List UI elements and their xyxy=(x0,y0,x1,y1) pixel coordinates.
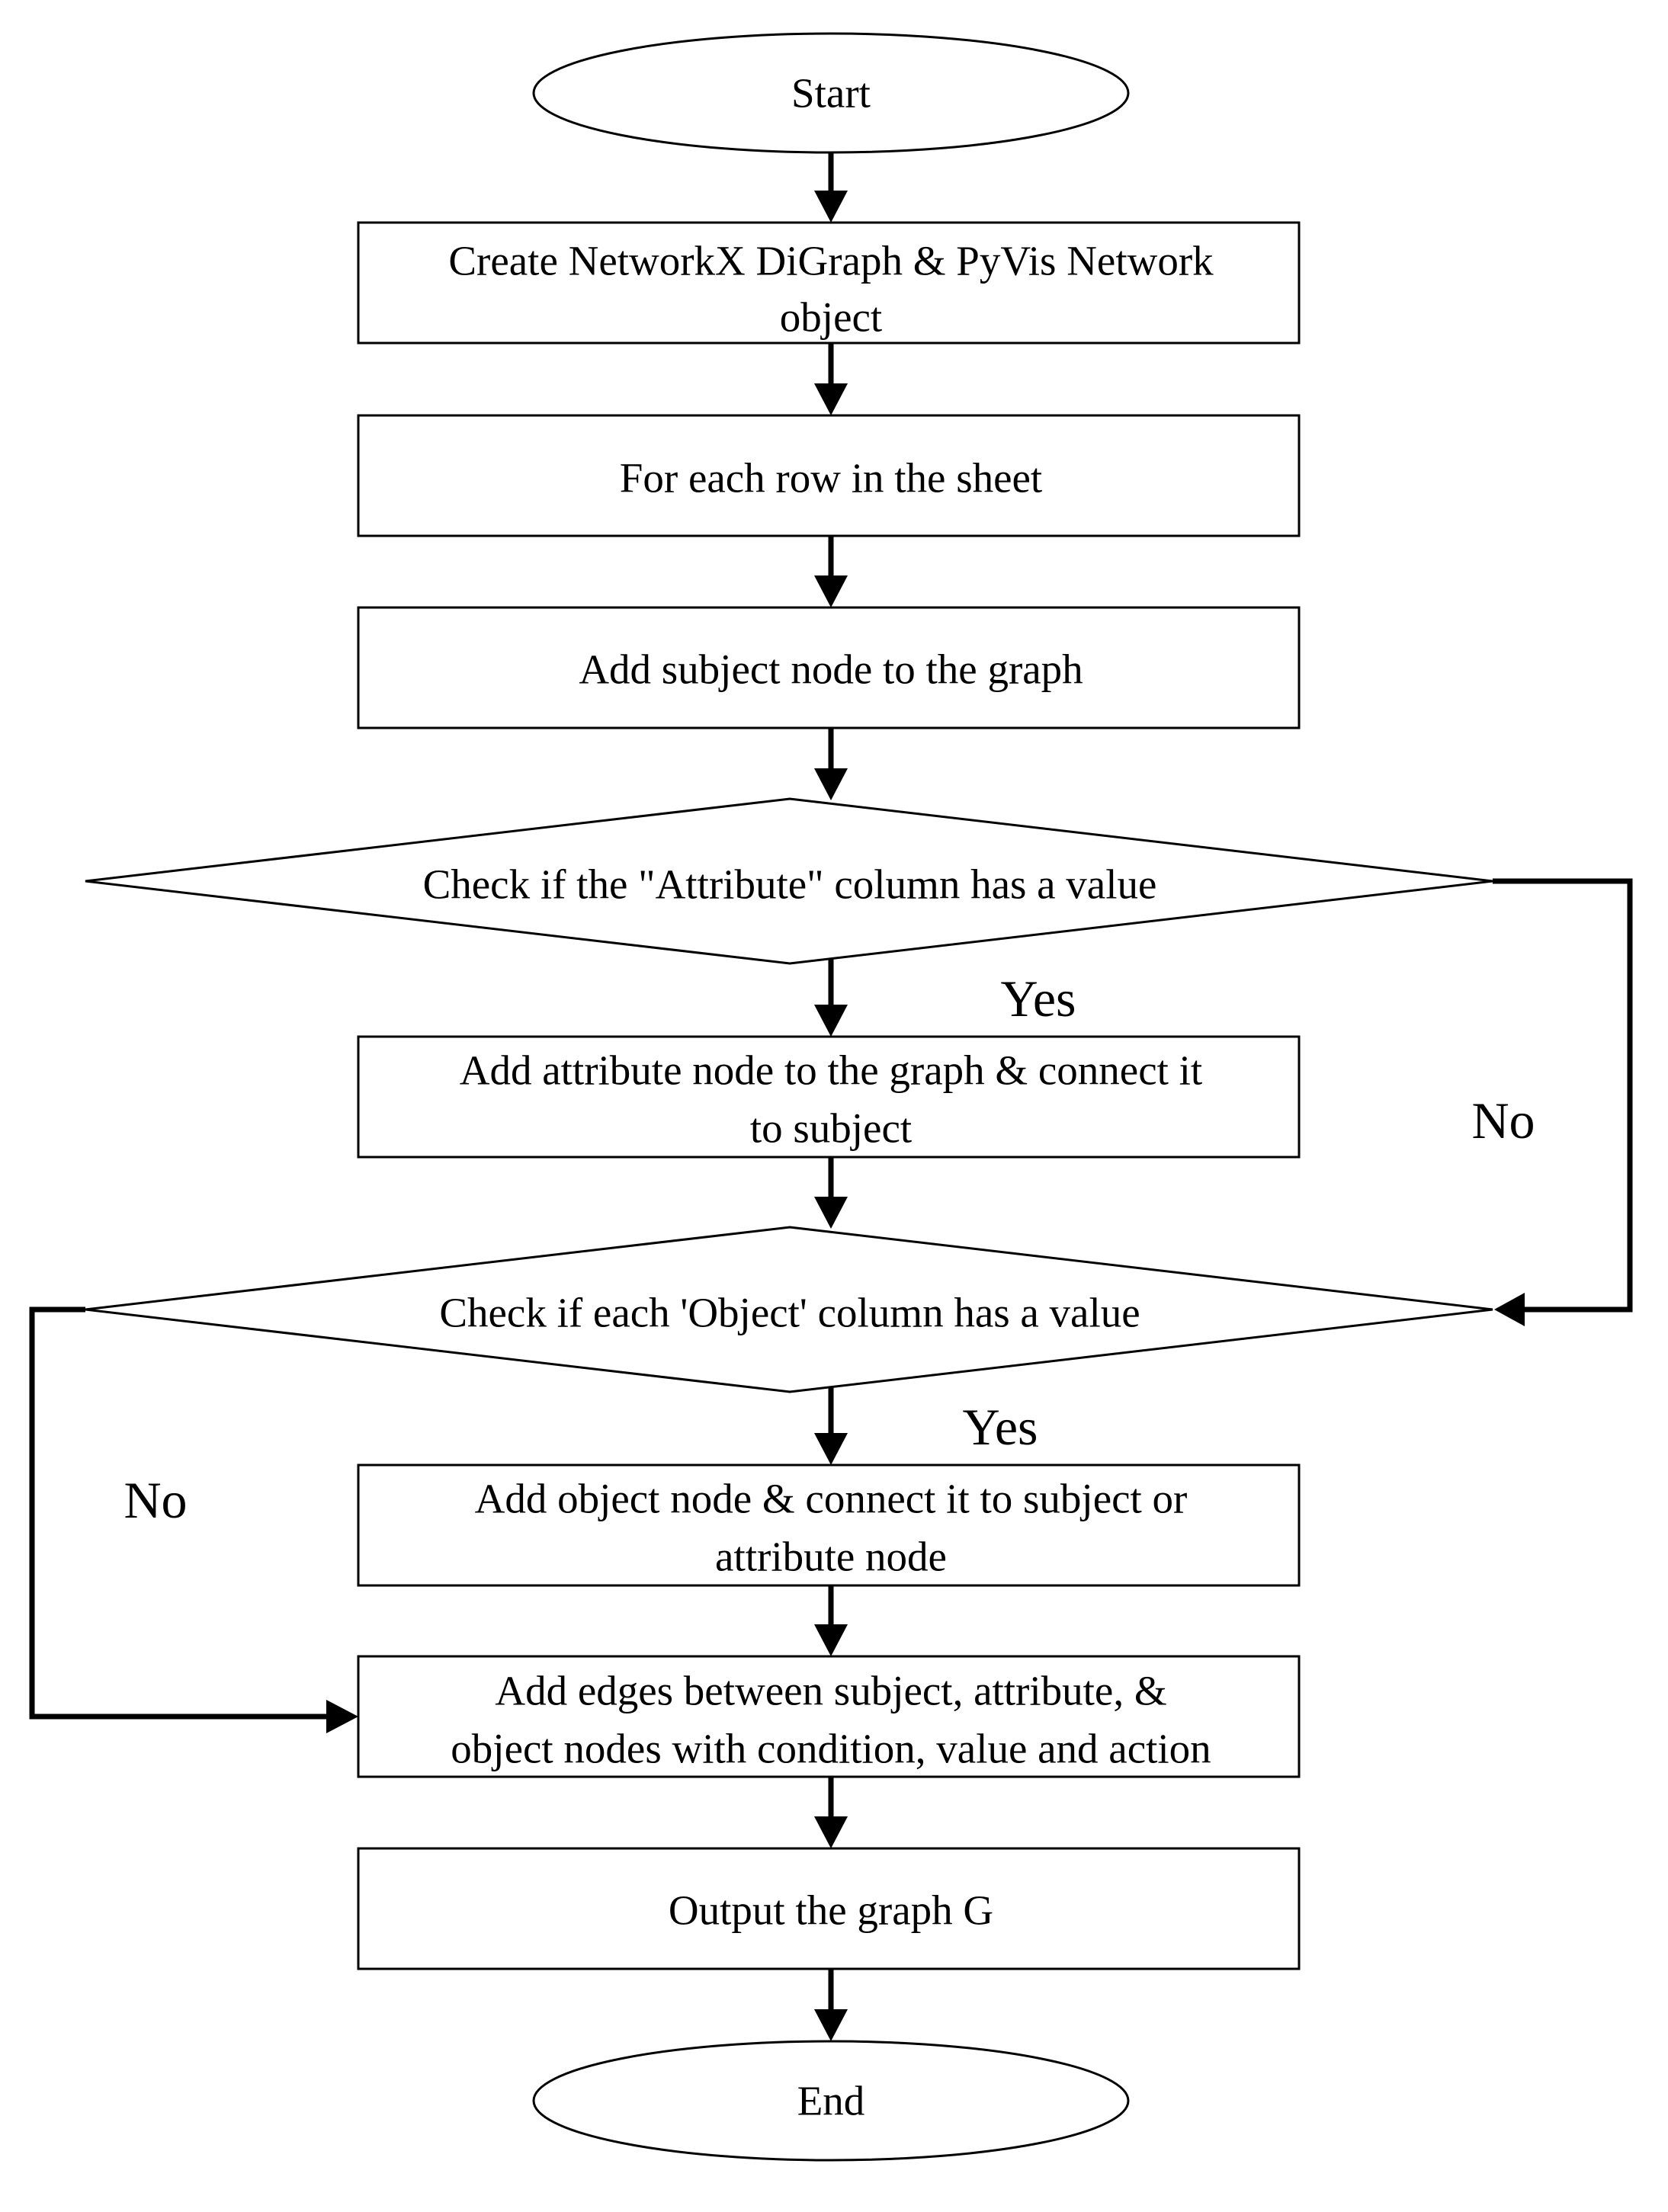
create-graph-label-line-2: object xyxy=(780,294,882,341)
arrow-check-object-yes xyxy=(814,1387,848,1465)
end-label: End xyxy=(797,2078,865,2124)
check-attribute-decision xyxy=(85,797,1493,965)
create-graph-box xyxy=(357,221,1301,345)
create-graph-label-line-1: Create NetworkX DiGraph & PyVis Network xyxy=(448,238,1214,284)
arrow-output-to-end xyxy=(814,1969,848,2041)
check-object-label: Check if each 'Object' column has a valu… xyxy=(439,1290,1140,1336)
arrow-create-to-for-each xyxy=(814,343,848,415)
arrow-edges-to-output xyxy=(814,1777,848,1848)
object-no-label: No xyxy=(123,1471,187,1529)
add-object-label-line-1: Add object node & connect it to subject … xyxy=(475,1476,1188,1522)
check-object-decision xyxy=(85,1226,1493,1393)
start-label: Start xyxy=(791,70,871,117)
arrow-check-attribute-no xyxy=(1493,878,1633,1326)
arrow-subject-to-check-attribute xyxy=(814,728,848,800)
add-object-label-line-2: attribute node xyxy=(715,1534,947,1580)
add-edges-label-line-1: Add edges between subject, attribute, & xyxy=(495,1668,1166,1714)
add-attribute-label-line-1: Add attribute node to the graph & connec… xyxy=(460,1047,1202,1094)
add-attribute-label-line-2: to subject xyxy=(750,1105,912,1152)
add-subject-label: Add subject node to the graph xyxy=(579,646,1083,693)
arrow-attribute-to-check-object xyxy=(814,1157,848,1229)
add-object-box xyxy=(357,1463,1301,1587)
add-attribute-box xyxy=(357,1035,1301,1159)
check-attribute-label: Check if the "Attribute" column has a va… xyxy=(423,861,1157,908)
output-graph-label: Output the graph G xyxy=(669,1887,993,1934)
arrow-start-to-create xyxy=(814,152,848,223)
for-each-row-label: For each row in the sheet xyxy=(620,455,1042,502)
attribute-no-label: No xyxy=(1471,1092,1535,1149)
arrow-check-attribute-yes xyxy=(814,959,848,1037)
add-subject-box xyxy=(357,606,1301,729)
for-each-row-box xyxy=(357,414,1301,537)
attribute-yes-label: Yes xyxy=(1001,970,1076,1027)
add-edges-label-line-2: object nodes with condition, value and a… xyxy=(451,1726,1211,1772)
add-edges-box xyxy=(357,1655,1301,1778)
object-yes-label: Yes xyxy=(963,1398,1038,1456)
arrow-object-to-edges xyxy=(814,1585,848,1656)
arrow-check-object-no xyxy=(29,1306,358,1733)
arrow-for-each-to-subject xyxy=(814,536,848,607)
output-graph-box xyxy=(357,1847,1301,1970)
